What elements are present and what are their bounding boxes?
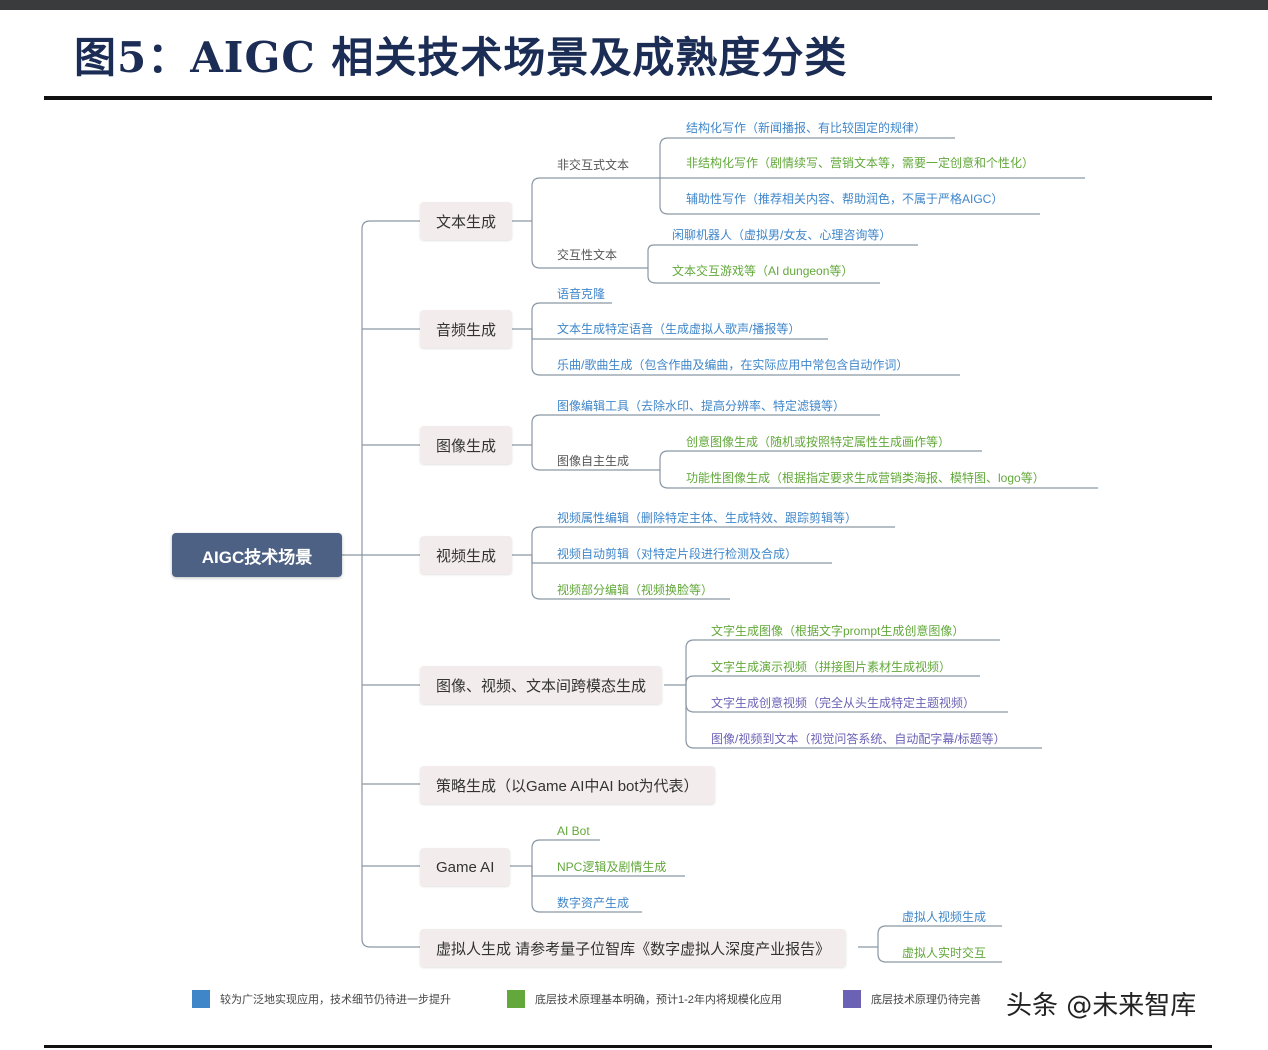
leaf-npc-logic: NPC逻辑及剧情生成: [557, 860, 667, 874]
leaf-video-partial-editing: 视频部分编辑（视频换脸等）: [557, 583, 714, 597]
category-game-ai: Game AI: [420, 848, 511, 886]
figure-title: 图5：AIGC 相关技术场景及成熟度分类: [74, 33, 848, 82]
watermark: 头条 @未来智库: [1006, 991, 1197, 1021]
leaf-chatbot: 闲聊机器人（虚拟男/女友、心理咨询等）: [672, 228, 892, 242]
leaf-video-auto-clip: 视频自动剪辑（对特定片段进行检测及合成）: [557, 547, 798, 561]
legend-label: 较为广泛地实现应用，技术细节仍待进一步提升: [220, 994, 451, 1006]
legend-item-green: 底层技术原理基本明确，预计1-2年内将规模化应用: [507, 990, 782, 1008]
leaf-text-to-speech: 文本生成特定语音（生成虚拟人歌声/播报等）: [557, 322, 801, 336]
leaf-voice-clone: 语音克隆: [557, 287, 606, 301]
leaf-text-to-demo-video: 文字生成演示视频（拼接图片素材生成视频）: [711, 660, 952, 674]
leaf-text-to-creative-video: 文字生成创意视频（完全从头生成特定主题视频）: [711, 696, 976, 710]
legend-swatch-blue: [192, 990, 210, 1008]
leaf-music-generation: 乐曲/歌曲生成（包含作曲及编曲，在实际应用中常包含自动作词）: [557, 358, 909, 372]
bottom-rule: [44, 1045, 1212, 1048]
leaf-text-to-image: 文字生成图像（根据文字prompt生成创意图像）: [711, 624, 965, 638]
leaf-digital-asset: 数字资产生成: [557, 896, 630, 910]
category-cross-modal-generation: 图像、视频、文本间跨模态生成: [420, 666, 663, 704]
leaf-functional-image: 功能性图像生成（根据指定要求生成营销类海报、模特图、logo等）: [686, 471, 1045, 485]
leaf-unstructured-writing: 非结构化写作（剧情续写、营销文本等，需要一定创意和个性化）: [686, 156, 1035, 170]
subgroup-autonomous-image: 图像自主生成: [557, 454, 630, 468]
legend-item-purple: 底层技术原理仍待完善: [843, 990, 981, 1008]
legend-swatch-purple: [843, 990, 861, 1008]
leaf-video-attribute-editing: 视频属性编辑（删除特定主体、生成特效、跟踪剪辑等）: [557, 511, 858, 525]
category-video-generation: 视频生成: [420, 536, 513, 574]
category-text-generation: 文本生成: [420, 202, 513, 240]
leaf-assisted-writing: 辅助性写作（推荐相关内容、帮助润色，不属于严格AIGC）: [686, 192, 1004, 206]
title-rule: [44, 96, 1212, 100]
legend-swatch-green: [507, 990, 525, 1008]
leaf-virtual-human-interaction: 虚拟人实时交互: [902, 946, 987, 960]
legend-label: 底层技术原理仍待完善: [871, 994, 981, 1006]
category-strategy-generation: 策略生成（以Game AI中AI bot为代表）: [420, 766, 715, 804]
category-virtual-human: 虚拟人生成 请参考量子位智库《数字虚拟人深度产业报告》: [420, 929, 847, 967]
legend-item-blue: 较为广泛地实现应用，技术细节仍待进一步提升: [192, 990, 451, 1008]
subgroup-non-interactive-text: 非交互式文本: [557, 158, 630, 172]
leaf-ai-bot: AI Bot: [557, 824, 590, 838]
top-bar: [0, 0, 1268, 10]
leaf-creative-image: 创意图像生成（随机或按照特定属性生成画作等）: [686, 435, 951, 449]
root-node: AIGC技术场景: [172, 533, 342, 577]
leaf-text-game: 文本交互游戏等（AI dungeon等）: [672, 264, 854, 278]
leaf-image-editing: 图像编辑工具（去除水印、提高分辨率、特定滤镜等）: [557, 399, 846, 413]
category-audio-generation: 音频生成: [420, 310, 513, 348]
leaf-virtual-human-video: 虚拟人视频生成: [902, 910, 987, 924]
leaf-image-video-to-text: 图像/视频到文本（视觉问答系统、自动配字幕/标题等）: [711, 732, 1006, 746]
legend-label: 底层技术原理基本明确，预计1-2年内将规模化应用: [535, 994, 782, 1006]
subgroup-interactive-text: 交互性文本: [557, 248, 618, 262]
category-image-generation: 图像生成: [420, 426, 513, 464]
leaf-structured-writing: 结构化写作（新闻播报、有比较固定的规律）: [686, 121, 927, 135]
